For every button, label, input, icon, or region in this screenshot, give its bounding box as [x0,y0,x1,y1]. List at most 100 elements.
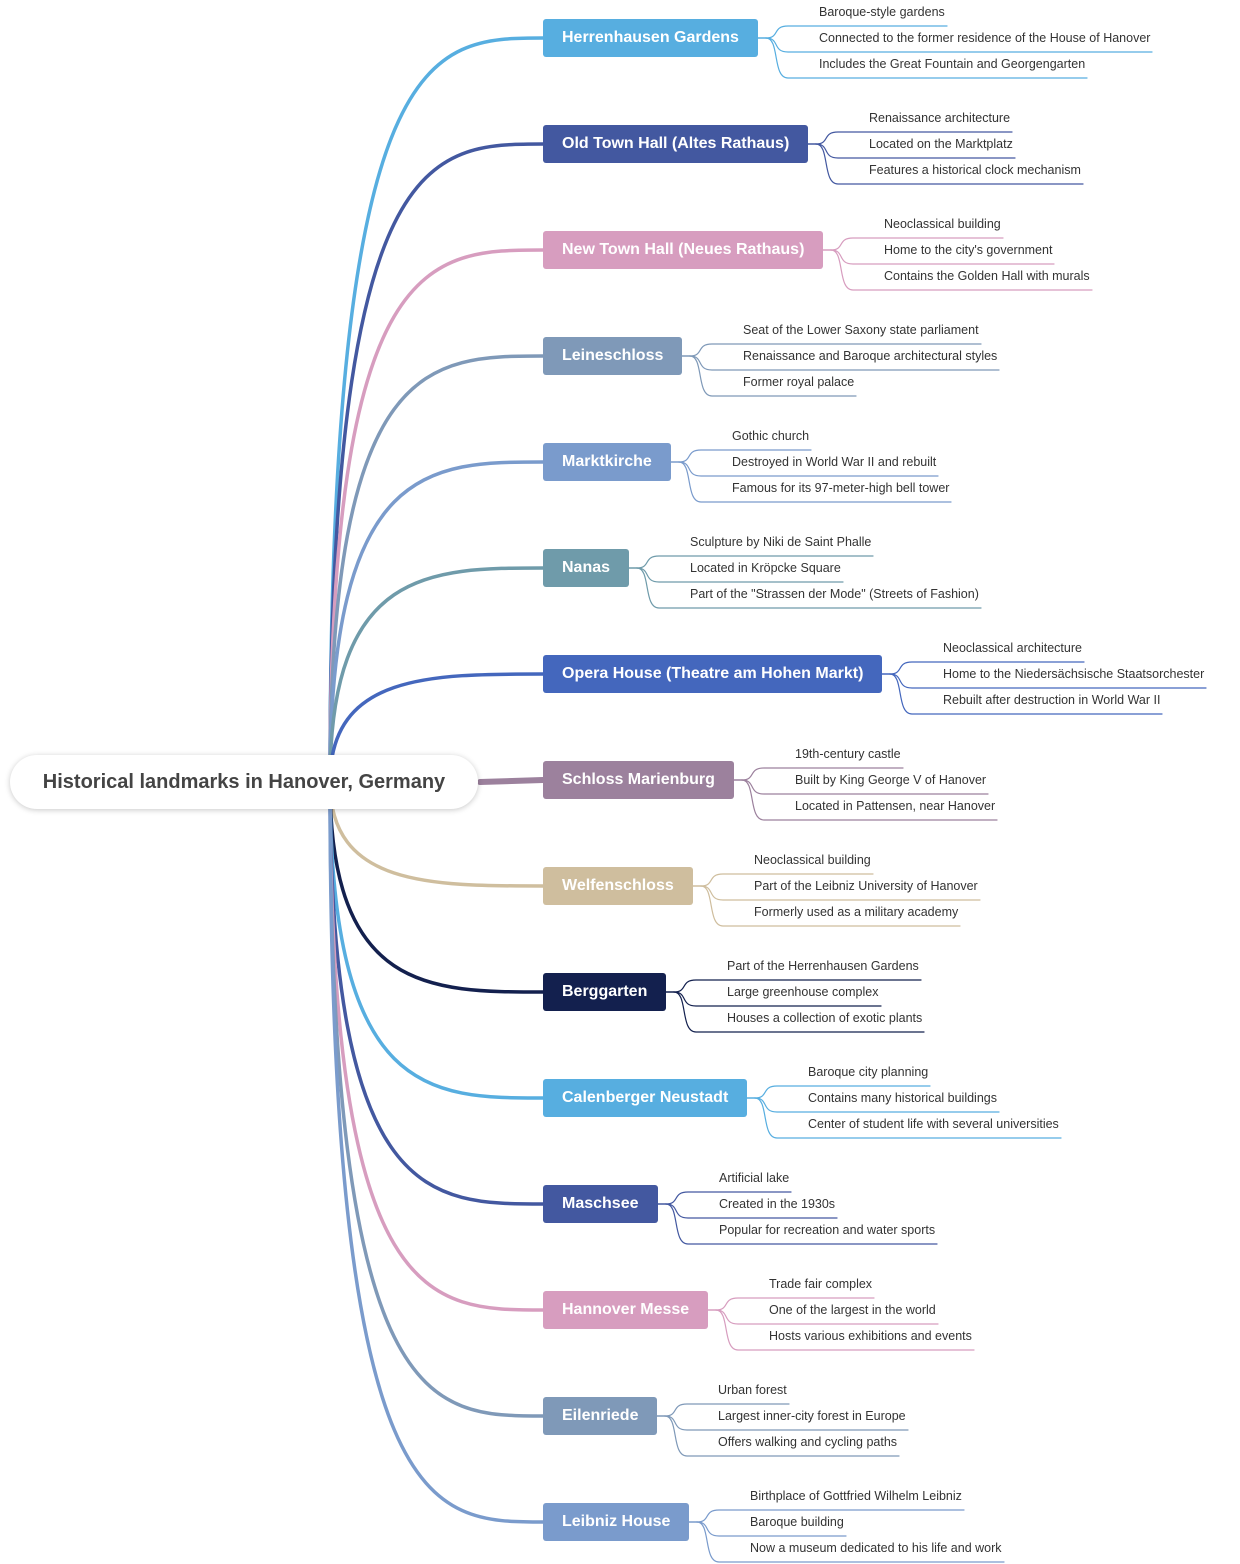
leaf-new-town-hall-neues-rathaus-3[interactable]: Contains the Golden Hall with murals [884,269,1090,283]
leaf-hannover-messe-3[interactable]: Hosts various exhibitions and events [769,1329,972,1343]
branch-node-marktkirche[interactable]: Marktkirche [543,443,671,481]
connector-leaf-berggarten-1 [673,979,922,993]
connector-leaf-welfenschloss-1 [700,873,874,887]
leaf-berggarten-3[interactable]: Houses a collection of exotic plants [727,1011,923,1025]
leaf-hannover-messe-1[interactable]: Trade fair complex [769,1277,873,1291]
leaf-old-town-hall-altes-rathaus-2[interactable]: Located on the Marktplatz [869,137,1013,151]
branch-label: Maschsee [562,1195,639,1212]
leaf-opera-house-theatre-am-hohen-markt-3[interactable]: Rebuilt after destruction in World War I… [943,693,1161,707]
connector-root-nanas [328,566,545,784]
leaf-opera-house-theatre-am-hohen-markt-1[interactable]: Neoclassical architecture [943,641,1082,655]
branch-node-nanas[interactable]: Nanas [543,549,630,587]
leaf-leineschloss-2[interactable]: Renaissance and Baroque architectural st… [743,349,998,363]
leaf-old-town-hall-altes-rathaus-1[interactable]: Renaissance architecture [869,111,1011,125]
leaf-new-town-hall-neues-rathaus-2[interactable]: Home to the city's government [884,243,1053,257]
branch-node-welfenschloss[interactable]: Welfenschloss [543,867,693,905]
connector-leaf-leibniz-house-1 [696,1509,965,1523]
connector-leaf-hannover-messe-1 [715,1297,875,1311]
leaf-berggarten-1[interactable]: Part of the Herrenhausen Gardens [727,959,919,973]
leaf-maschsee-2[interactable]: Created in the 1930s [719,1197,836,1211]
connector-leaf-old-town-hall-altes-rathaus-3 [815,143,1084,185]
connector-root-leibniz-house [328,780,545,1524]
connector-root-berggarten [328,780,545,994]
connector-leaf-maschsee-1 [665,1191,792,1205]
branch-label: Schloss Marienburg [562,771,715,788]
branch-node-berggarten[interactable]: Berggarten [543,973,667,1011]
connector-leaf-nanas-1 [636,555,874,569]
branch-node-hannover-messe[interactable]: Hannover Messe [543,1291,709,1329]
leaf-leibniz-house-1[interactable]: Birthplace of Gottfried Wilhelm Leibniz [750,1489,962,1503]
connector-leaf-leineschloss-1 [689,343,982,357]
leaf-herrenhausen-gardens-3[interactable]: Includes the Great Fountain and Georgeng… [819,57,1086,71]
leaf-welfenschloss-2[interactable]: Part of the Leibniz University of Hanove… [754,879,978,893]
connector-leaf-herrenhausen-gardens-1 [765,25,948,39]
connector-leaf-leibniz-house-3 [696,1521,1005,1563]
leaf-nanas-2[interactable]: Located in Kröpcke Square [690,561,841,575]
leaf-schloss-marienburg-3[interactable]: Located in Pattensen, near Hanover [795,799,996,813]
leaf-nanas-3[interactable]: Part of the "Strassen der Mode" (Streets… [690,587,979,601]
branch-node-schloss-marienburg[interactable]: Schloss Marienburg [543,761,734,799]
connector-root-schloss-marienburg [477,777,546,785]
leaf-maschsee-1[interactable]: Artificial lake [719,1171,790,1185]
leaf-nanas-1[interactable]: Sculpture by Niki de Saint Phalle [690,535,872,549]
branch-node-maschsee[interactable]: Maschsee [543,1185,658,1223]
leaf-leibniz-house-3[interactable]: Now a museum dedicated to his life and w… [750,1541,1002,1555]
connector-leaf-eilenriede-1 [664,1403,790,1417]
leaf-leineschloss-3[interactable]: Former royal palace [743,375,855,389]
leaf-eilenriede-3[interactable]: Offers walking and cycling paths [718,1435,898,1449]
leaf-calenberger-neustadt-3[interactable]: Center of student life with several univ… [808,1117,1059,1131]
leaf-schloss-marienburg-2[interactable]: Built by King George V of Hanover [795,773,987,787]
leaf-marktkirche-2[interactable]: Destroyed in World War II and rebuilt [732,455,937,469]
leaf-new-town-hall-neues-rathaus-1[interactable]: Neoclassical building [884,217,1001,231]
branch-node-old-town-hall-altes-rathaus[interactable]: Old Town Hall (Altes Rathaus) [543,125,809,163]
leaf-schloss-marienburg-1[interactable]: 19th-century castle [795,747,901,761]
root-topic[interactable]: Historical landmarks in Hanover, Germany [10,755,478,809]
connector-root-hannover-messe [328,780,545,1312]
leaf-opera-house-theatre-am-hohen-markt-2[interactable]: Home to the Niedersächsische Staatsorche… [943,667,1205,681]
leaf-leineschloss-1[interactable]: Seat of the Lower Saxony state parliamen… [743,323,979,337]
connector-root-new-town-hall-neues-rathaus [328,248,545,784]
connector-root-old-town-hall-altes-rathaus [328,142,545,784]
connector-leaf-marktkirche-3 [678,461,952,503]
leaf-maschsee-3[interactable]: Popular for recreation and water sports [719,1223,936,1237]
connector-root-herrenhausen-gardens [328,36,545,784]
connector-leaf-marktkirche-1 [678,449,812,463]
leaf-calenberger-neustadt-1[interactable]: Baroque city planning [808,1065,929,1079]
connector-leaf-nanas-3 [636,567,982,609]
branch-node-calenberger-neustadt[interactable]: Calenberger Neustadt [543,1079,748,1117]
leaf-hannover-messe-2[interactable]: One of the largest in the world [769,1303,936,1317]
leaf-welfenschloss-3[interactable]: Formerly used as a military academy [754,905,959,919]
leaf-leibniz-house-2[interactable]: Baroque building [750,1515,844,1529]
leaf-eilenriede-1[interactable]: Urban forest [718,1383,787,1397]
branch-node-new-town-hall-neues-rathaus[interactable]: New Town Hall (Neues Rathaus) [543,231,824,269]
branch-node-eilenriede[interactable]: Eilenriede [543,1397,658,1435]
leaf-welfenschloss-1[interactable]: Neoclassical building [754,853,871,867]
branch-node-opera-house-theatre-am-hohen-markt[interactable]: Opera House (Theatre am Hohen Markt) [543,655,883,693]
connector-root-welfenschloss [328,780,545,888]
connector-root-marktkirche [328,460,545,784]
branch-label: Calenberger Neustadt [562,1089,729,1106]
branch-node-leineschloss[interactable]: Leineschloss [543,337,683,375]
connector-leaf-berggarten-3 [673,991,925,1033]
leaf-marktkirche-3[interactable]: Famous for its 97-meter-high bell tower [732,481,950,495]
connector-leaf-opera-house-theatre-am-hohen-markt-1 [889,661,1085,675]
connector-leaf-new-town-hall-neues-rathaus-3 [830,249,1093,291]
leaf-calenberger-neustadt-2[interactable]: Contains many historical buildings [808,1091,997,1105]
leaf-herrenhausen-gardens-2[interactable]: Connected to the former residence of the… [819,31,1151,45]
branch-label: Herrenhausen Gardens [562,29,739,46]
branch-label: Welfenschloss [562,877,674,894]
branch-node-herrenhausen-gardens[interactable]: Herrenhausen Gardens [543,19,758,57]
leaf-eilenriede-2[interactable]: Largest inner-city forest in Europe [718,1409,906,1423]
leaf-berggarten-2[interactable]: Large greenhouse complex [727,985,879,999]
connector-leaf-calenberger-neustadt-1 [754,1085,931,1099]
leaf-herrenhausen-gardens-1[interactable]: Baroque-style gardens [819,5,945,19]
connector-root-maschsee [328,780,545,1206]
branch-label: Hannover Messe [562,1301,690,1318]
leaf-old-town-hall-altes-rathaus-3[interactable]: Features a historical clock mechanism [869,163,1081,177]
connector-root-eilenriede [328,780,545,1418]
leaf-marktkirche-1[interactable]: Gothic church [732,429,810,443]
branch-node-leibniz-house[interactable]: Leibniz House [543,1503,690,1541]
connector-leaf-new-town-hall-neues-rathaus-1 [830,237,1004,251]
connector-root-calenberger-neustadt [328,780,545,1100]
